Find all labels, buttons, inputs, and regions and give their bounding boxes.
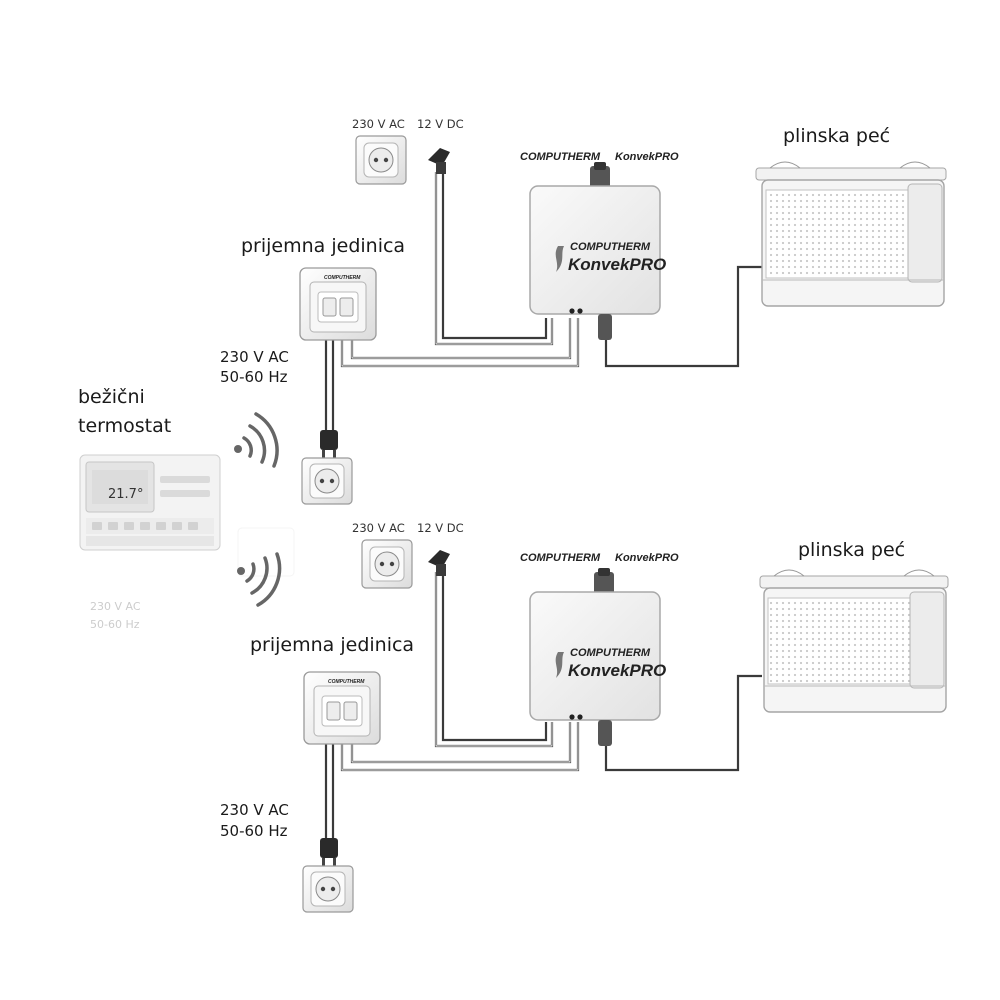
system-2: 230 V AC 12 V DC COMPUTHERM KonvekPRO pl… [220,521,949,913]
device-model: KonvekPRO [568,661,666,680]
faded-text-line1: 230 V AC [90,600,141,613]
faded-text-line2: 50-60 Hz [90,618,140,631]
heater-label: plinska peć [783,125,890,147]
gas-heater [755,161,947,307]
gas-heater [759,569,949,713]
konvekpro-device: COMPUTHERM KonvekPRO [529,162,666,340]
wires [324,572,762,838]
mains-plug [320,838,338,866]
device-brand: COMPUTHERM [570,241,651,253]
faded-ghost: 230 V AC 50-60 Hz [90,527,295,631]
wires [324,172,762,430]
mains-plug [320,430,338,458]
system-1: 230 V AC 12 V DC COMPUTHERM KonvekPRO pl… [220,117,947,505]
mains-label-line2: 50-60 Hz [220,368,288,386]
brand-header: COMPUTHERM [520,151,601,163]
thermostat-label-line1: bežični [78,386,145,408]
brand-header: COMPUTHERM [520,552,601,564]
flame-icon [555,652,564,678]
wireless-thermostat-group: bežični termostat 21.7° [78,386,295,631]
thermostat-device: 21.7° [79,454,221,551]
mains-label-line1: 230 V AC [220,348,289,366]
dc-plug [428,148,450,174]
heater-label: plinska peć [798,539,905,561]
mains-label-line1: 230 V AC [220,801,289,819]
thermostat-display: 21.7° [108,487,143,502]
receiver-brand: COMPUTHERM [324,275,361,281]
socket-label-ac: 230 V AC [352,521,405,535]
model-header: KonvekPRO [615,552,679,564]
receiver-label: prijemna jedinica [241,235,405,257]
receiver-unit: COMPUTHERM [299,267,377,341]
wall-socket-mains [301,457,353,505]
device-model: KonvekPRO [568,255,666,274]
dc-plug [428,550,450,576]
wifi-signal-icon-bottom [237,552,282,607]
konvekpro-device: COMPUTHERM KonvekPRO [529,568,666,746]
model-header: KonvekPRO [615,151,679,163]
thermostat-label-line2: termostat [78,415,171,437]
wall-socket-230v [361,539,413,589]
socket-label-ac: 230 V AC [352,117,405,131]
receiver-brand: COMPUTHERM [328,679,365,685]
wifi-signal-icon-top [234,412,279,468]
socket-label-dc: 12 V DC [417,117,464,131]
receiver-unit: COMPUTHERM [303,671,381,745]
device-brand: COMPUTHERM [570,647,651,659]
flame-icon [555,246,564,272]
receiver-label: prijemna jedinica [250,634,414,656]
wall-socket-230v [355,135,407,185]
socket-label-dc: 12 V DC [417,521,464,535]
wall-socket-mains [302,865,354,913]
mains-label-line2: 50-60 Hz [220,822,288,840]
